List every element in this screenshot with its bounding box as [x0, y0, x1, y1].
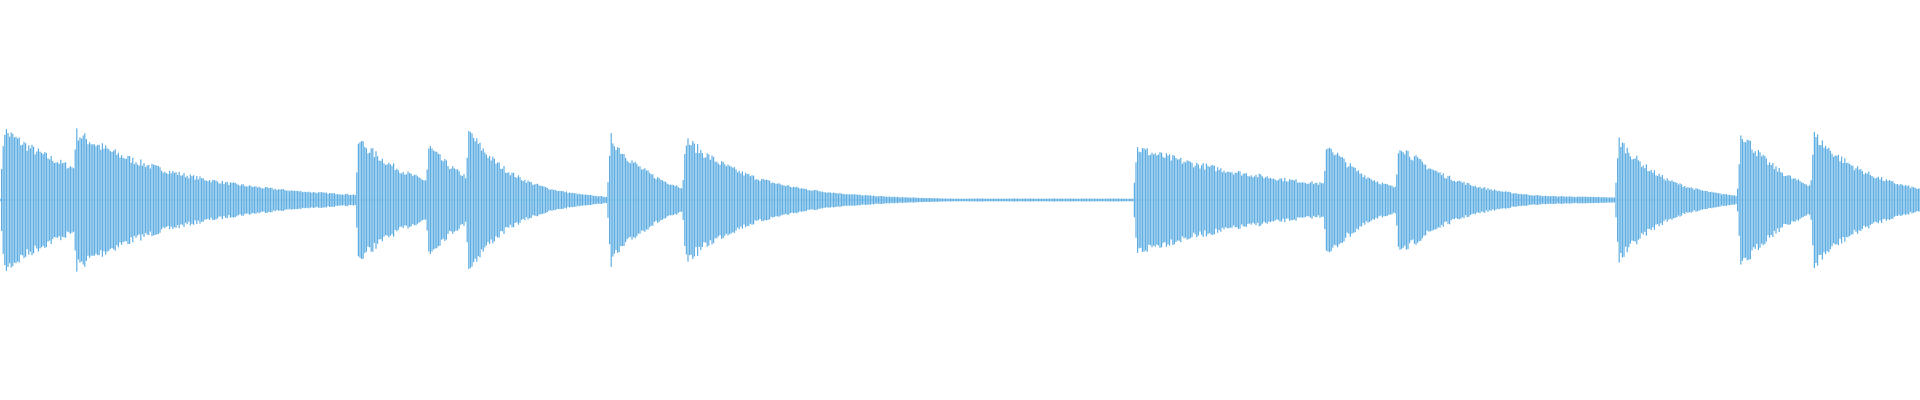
waveform-path: [0, 128, 1920, 272]
